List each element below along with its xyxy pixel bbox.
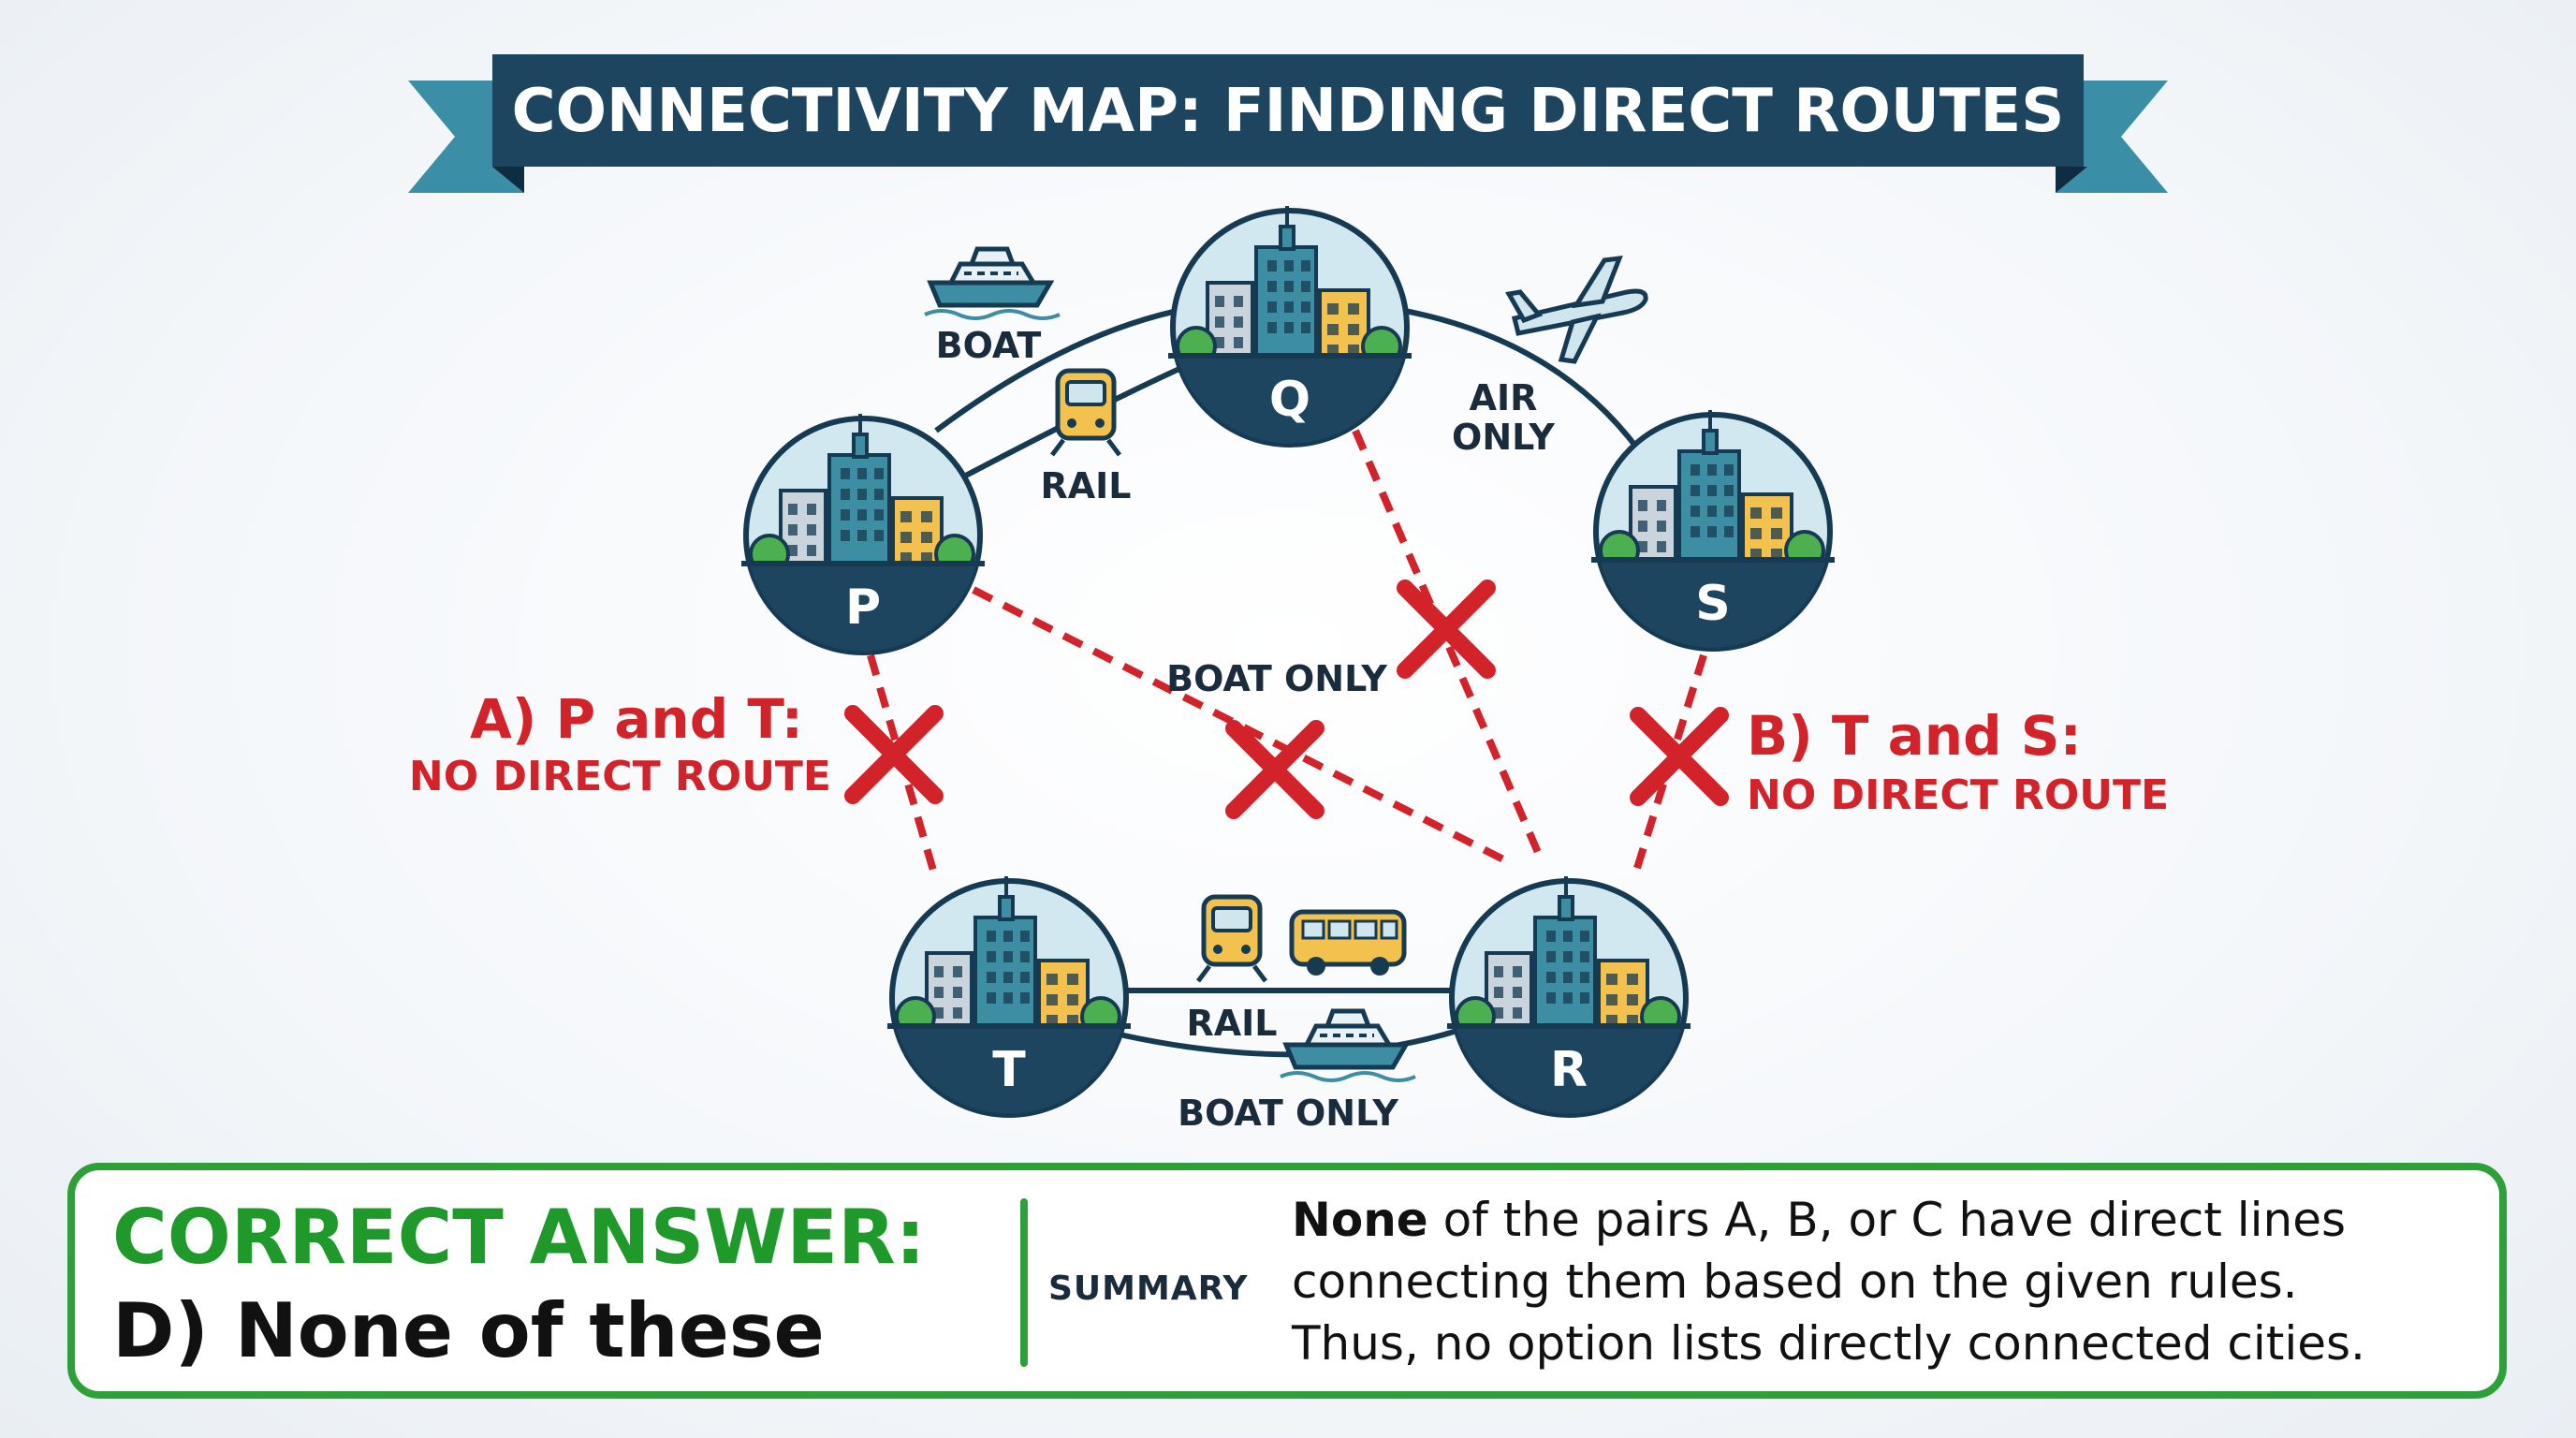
answer-heading: CORRECT ANSWER: (112, 1194, 926, 1281)
summary-line-3: Thus, no option lists directly connected… (1292, 1316, 2365, 1371)
city-p-label: P (845, 580, 881, 636)
summary-text: None of the pairs A, B, or C have direct… (1292, 1189, 2509, 1374)
city-t: T (887, 876, 1131, 1115)
label-boat-only-tr: BOAT ONLY (1178, 1093, 1398, 1134)
city-s-label: S (1695, 576, 1730, 632)
title-ribbon: CONNECTIVITY MAP: FINDING DIRECT ROUTES (408, 54, 2168, 193)
page-title: CONNECTIVITY MAP: FINDING DIRECT ROUTES (512, 77, 2065, 146)
airplane-icon (1509, 258, 1646, 361)
no-direct-routes (867, 429, 1707, 882)
summary-line-1-rest: of the pairs A, B, or C have direct line… (1427, 1193, 2347, 1247)
city-r-label: R (1550, 1042, 1588, 1098)
label-air: AIR (1470, 377, 1538, 418)
answer-block: CORRECT ANSWER: D) None of these (112, 1191, 926, 1378)
summary-emphasis: None (1292, 1193, 1428, 1247)
boat-icon (925, 249, 1060, 318)
callout-b-subtitle: NO DIRECT ROUTE (1747, 771, 2169, 819)
callout-a-title: A) P and T: (470, 687, 803, 751)
bus-icon (1292, 912, 1404, 976)
route-q-s-air (1394, 306, 1641, 451)
label-only: ONLY (1452, 417, 1555, 458)
x-mark-q-r (1405, 588, 1487, 670)
train-icon (1052, 371, 1120, 455)
city-q-label: Q (1269, 372, 1310, 428)
answer-panel: CORRECT ANSWER: D) None of these SUMMARY… (67, 1163, 2507, 1399)
city-r: R (1447, 876, 1690, 1115)
summary-label: SUMMARY (1048, 1269, 1249, 1308)
answer-divider (1020, 1198, 1028, 1367)
summary-line-1: None of the pairs A, B, or C have direct… (1292, 1189, 2509, 1251)
city-s: S (1591, 410, 1835, 649)
train-icon-tr (1198, 897, 1266, 981)
label-rail-pq: RAIL (1040, 465, 1131, 506)
dashed-q-r (1352, 429, 1546, 865)
answer-value: D) None of these (112, 1287, 825, 1374)
boat-icon-tr (1281, 1011, 1415, 1080)
summary-line-2: connecting them based on the given rules… (1292, 1255, 2298, 1309)
callout-a-subtitle: NO DIRECT ROUTE (409, 753, 831, 800)
city-p: P (741, 414, 985, 653)
callout-b-title: B) T and S: (1747, 704, 2082, 768)
city-t-label: T (992, 1042, 1026, 1098)
label-boat: BOAT (936, 325, 1042, 366)
label-rail-tr: RAIL (1186, 1003, 1277, 1044)
city-q: Q (1168, 206, 1412, 445)
label-boat-only-pr: BOAT ONLY (1166, 658, 1387, 699)
